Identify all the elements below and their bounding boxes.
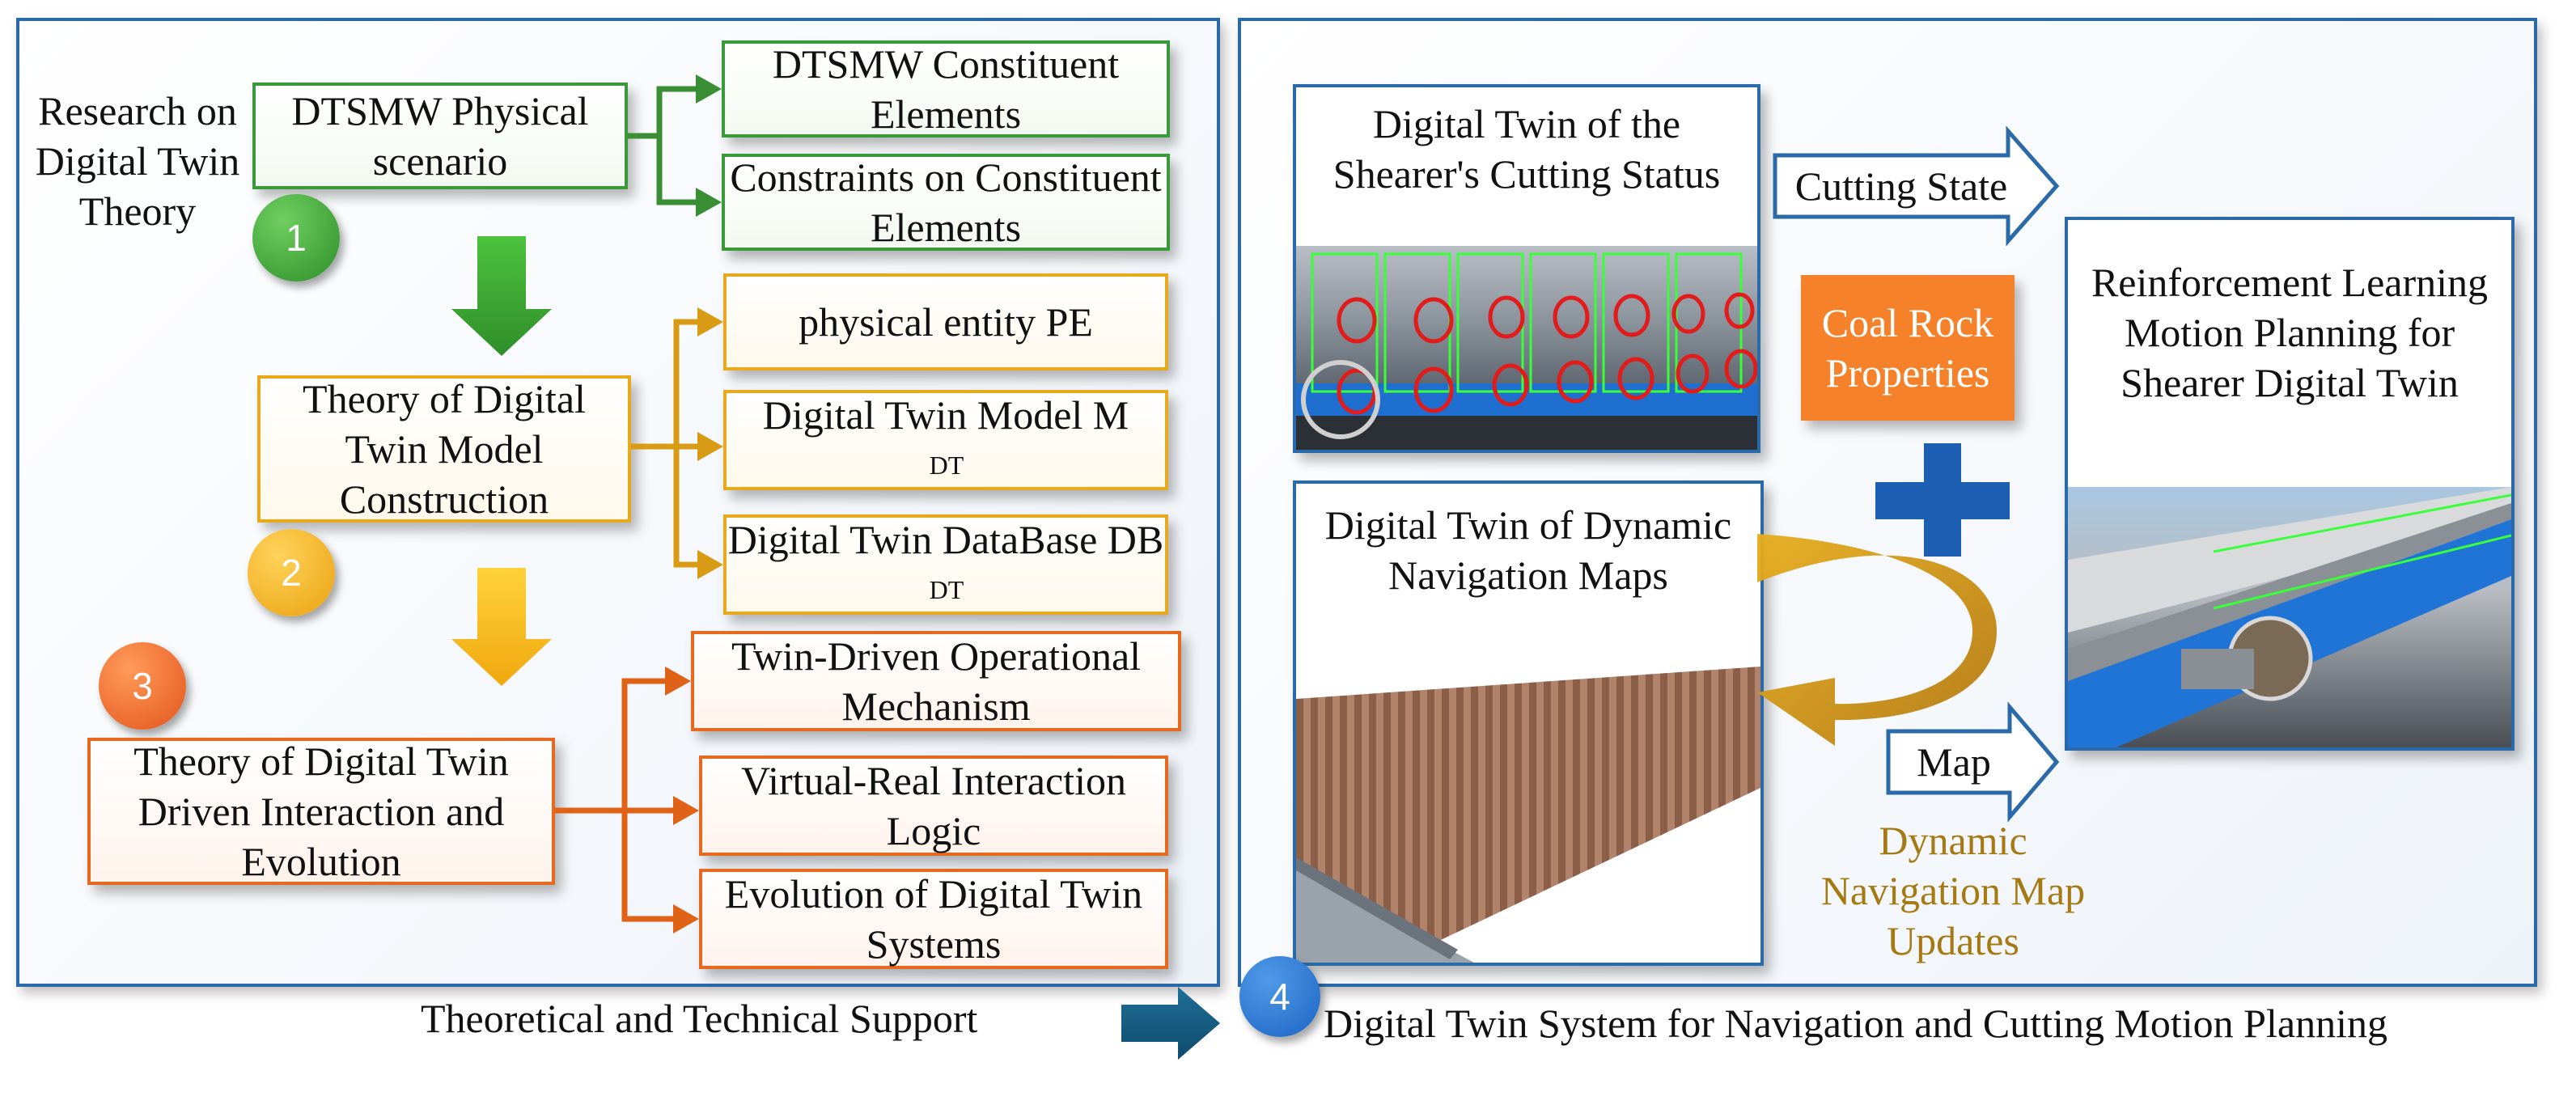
navigation-map-title: Digital Twin of Dynamic Navigation Maps — [1324, 502, 1732, 598]
yellow-arrowhead-1 — [697, 307, 723, 337]
twin-model-subscript: DT — [929, 451, 964, 480]
green-arrowhead-bottom — [696, 188, 722, 217]
step-2-badge: 2 — [248, 529, 335, 616]
yellow-arrowhead-2 — [697, 432, 723, 461]
green-arrowhead-top — [696, 74, 722, 104]
rl-shearer-image — [2068, 487, 2511, 747]
physical-entity-box: physical entity PE — [723, 273, 1168, 370]
twin-database-label: Digital Twin DataBase DB — [727, 517, 1164, 562]
coal-rock-properties-box: Coal Rock Properties — [1801, 275, 2015, 421]
map-updates-label: Dynamic Navigation Map Updates — [1820, 818, 2086, 963]
yellow-down-arrow — [451, 568, 552, 686]
shearer-cutting-render — [1296, 252, 1757, 450]
shearer-cutting-image — [1296, 246, 1757, 450]
yellow-arrowhead-3 — [697, 550, 723, 579]
rl-shearer-render — [2068, 487, 2511, 747]
evolution-systems-box: Evolution of Digital Twin Systems — [699, 869, 1168, 969]
green-down-arrow — [451, 236, 552, 356]
cutting-state-label: Cutting State — [1794, 163, 2008, 209]
navigation-map-render — [1296, 667, 1760, 963]
orange-arrowhead-3 — [673, 904, 699, 933]
support-arrow — [1121, 987, 1220, 1060]
orange-arrowhead-1 — [665, 667, 691, 696]
constituent-elements-box: DTSMW Constituent Elements — [722, 40, 1170, 138]
map-arrow — [1886, 701, 2060, 823]
green-connector — [628, 86, 696, 205]
operational-mechanism-box: Twin-Driven Operational Mechanism — [691, 631, 1181, 731]
rl-motion-planning-title: Reinforcement Learning Motion Planning f… — [2091, 260, 2489, 405]
step-1-badge: 1 — [252, 194, 340, 281]
step-3-badge: 3 — [99, 642, 186, 730]
cutting-status-title: Digital Twin of the Shearer's Cutting St… — [1332, 101, 1721, 197]
physical-scenario-box: DTSMW Physical scenario — [252, 83, 628, 189]
navigation-map-card: Digital Twin of Dynamic Navigation Maps — [1293, 480, 1764, 966]
system-label: Digital Twin System for Navigation and C… — [1324, 1001, 2387, 1046]
twin-model-label: Digital Twin Model M — [762, 392, 1129, 438]
interaction-logic-box: Virtual-Real Interaction Logic — [699, 756, 1168, 856]
rl-motion-planning-card: Reinforcement Learning Motion Planning f… — [2065, 217, 2515, 751]
cutting-state-arrow — [1773, 125, 2060, 247]
navigation-map-image — [1296, 667, 1760, 963]
twin-database-box: Digital Twin DataBase DB DT — [723, 514, 1168, 615]
map-update-curved-arrow — [1757, 534, 1997, 746]
model-construction-box: Theory of Digital Twin Model Constructio… — [257, 375, 631, 523]
twin-database-subscript: DT — [929, 575, 964, 604]
constraints-box: Constraints on Constituent Elements — [722, 154, 1170, 251]
cutting-status-card: Digital Twin of the Shearer's Cutting St… — [1293, 84, 1760, 453]
step-4-badge: 4 — [1239, 956, 1320, 1037]
orange-arrowhead-2 — [673, 796, 699, 825]
plus-icon — [1875, 443, 2010, 557]
orange-connector — [555, 678, 673, 922]
twin-model-box: Digital Twin Model M DT — [723, 390, 1168, 490]
support-label: Theoretical and Technical Support — [421, 996, 978, 1041]
interaction-evolution-box: Theory of Digital Twin Driven Interactio… — [87, 738, 555, 885]
research-label: Research on Digital Twin Theory — [35, 88, 240, 234]
map-label: Map — [1917, 739, 1991, 785]
yellow-connector — [631, 319, 697, 568]
